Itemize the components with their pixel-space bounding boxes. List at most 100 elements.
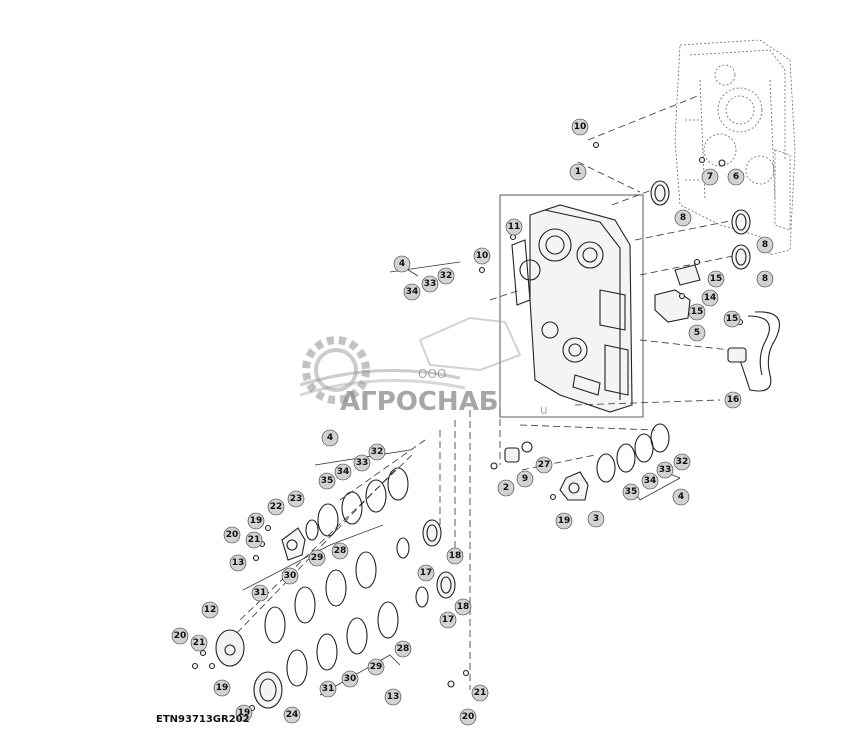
callout-number: 35 bbox=[625, 487, 638, 497]
callout-badge bbox=[756, 236, 774, 254]
seals-8 bbox=[650, 180, 751, 270]
callout-16: 16 bbox=[724, 391, 742, 409]
callout-1: 1 bbox=[569, 163, 587, 181]
callout-badge bbox=[569, 163, 587, 181]
callout-31: 31 bbox=[251, 584, 269, 602]
callout-13: 13 bbox=[384, 688, 402, 706]
callout-badge bbox=[319, 680, 337, 698]
callout-badge bbox=[281, 567, 299, 585]
callout-badge bbox=[439, 611, 457, 629]
callout-number: 31 bbox=[254, 588, 267, 598]
callout-13: 13 bbox=[229, 554, 247, 572]
callout-number: 27 bbox=[538, 460, 551, 470]
callout-badge bbox=[223, 526, 241, 544]
callout-number: 33 bbox=[424, 279, 437, 289]
callout-24: 24 bbox=[283, 706, 301, 724]
callout-14: 14 bbox=[701, 289, 719, 307]
callout-number: 34 bbox=[337, 467, 350, 477]
callout-19: 19 bbox=[555, 512, 573, 530]
callout-number: 11 bbox=[508, 222, 521, 232]
callout-badge bbox=[622, 483, 640, 501]
callout-number: 7 bbox=[707, 172, 713, 182]
callout-badge bbox=[235, 704, 253, 722]
callout-badge bbox=[393, 255, 411, 273]
callout-10: 10 bbox=[571, 118, 589, 136]
callout-badge bbox=[367, 658, 385, 676]
callout-19: 19 bbox=[235, 704, 253, 722]
callout-32: 32 bbox=[673, 453, 691, 471]
callout-27: 27 bbox=[535, 456, 553, 474]
callout-badge bbox=[308, 549, 326, 567]
callout-badge bbox=[571, 118, 589, 136]
callout-number: 18 bbox=[449, 551, 462, 561]
transmission-housing-outline bbox=[674, 39, 796, 256]
callout-7: 7 bbox=[701, 168, 719, 186]
callout-34: 34 bbox=[403, 283, 421, 301]
callout-badge bbox=[672, 488, 690, 506]
watermark-logo: ООО АГРОСНАБ u bbox=[299, 316, 548, 417]
callout-badge bbox=[394, 640, 412, 658]
callout-number: 2 bbox=[503, 483, 509, 493]
callout-number: 23 bbox=[290, 494, 303, 504]
watermark-brand: АГРОСНАБ bbox=[340, 387, 499, 417]
callout-number: 1 bbox=[575, 167, 581, 177]
callout-32: 32 bbox=[368, 443, 386, 461]
callout-30: 30 bbox=[341, 670, 359, 688]
callout-number: 28 bbox=[334, 546, 347, 556]
callout-number: 19 bbox=[216, 683, 229, 693]
callout-15: 15 bbox=[688, 303, 706, 321]
callout-number: 17 bbox=[420, 568, 433, 578]
callout-number: 4 bbox=[327, 433, 333, 443]
callout-21: 21 bbox=[471, 684, 489, 702]
callout-badge bbox=[201, 601, 219, 619]
callout-19: 19 bbox=[213, 679, 231, 697]
callout-badge bbox=[471, 684, 489, 702]
callout-33: 33 bbox=[353, 454, 371, 472]
callout-number: 32 bbox=[371, 447, 384, 457]
callout-number: 5 bbox=[694, 328, 700, 338]
callout-badge bbox=[656, 461, 674, 479]
oil-tube bbox=[727, 311, 780, 392]
callout-29: 29 bbox=[308, 549, 326, 567]
callout-badge bbox=[318, 472, 336, 490]
callout-badge bbox=[331, 542, 349, 560]
callout-badge bbox=[251, 584, 269, 602]
piston-covers bbox=[215, 527, 306, 709]
callout-badge bbox=[229, 554, 247, 572]
watermark-prefix: ООО bbox=[418, 367, 446, 381]
callout-badge bbox=[756, 270, 774, 288]
callout-badge bbox=[723, 310, 741, 328]
callout-34: 34 bbox=[641, 472, 659, 490]
callout-number: 30 bbox=[284, 571, 297, 581]
callout-20: 20 bbox=[223, 526, 241, 544]
callout-badge bbox=[674, 209, 692, 227]
callout-2: 2 bbox=[497, 479, 515, 497]
callout-badge bbox=[334, 463, 352, 481]
callout-12: 12 bbox=[201, 601, 219, 619]
callout-28: 28 bbox=[331, 542, 349, 560]
callout-badge bbox=[213, 679, 231, 697]
callout-badge bbox=[555, 512, 573, 530]
callout-number: 33 bbox=[356, 458, 369, 468]
callout-badge bbox=[446, 547, 464, 565]
callout-32: 32 bbox=[437, 267, 455, 285]
callout-29: 29 bbox=[367, 658, 385, 676]
callout-number: 18 bbox=[457, 602, 470, 612]
callout-number: 15 bbox=[691, 307, 704, 317]
callout-8: 8 bbox=[756, 236, 774, 254]
callout-number: 34 bbox=[644, 476, 657, 486]
callout-badge bbox=[701, 168, 719, 186]
callout-number: 21 bbox=[248, 535, 261, 545]
callout-number: 32 bbox=[676, 457, 689, 467]
callout-badge bbox=[437, 267, 455, 285]
callout-22: 22 bbox=[267, 498, 285, 516]
callout-badge bbox=[516, 470, 534, 488]
callout-number: 13 bbox=[232, 558, 245, 568]
callout-badge bbox=[727, 168, 745, 186]
callout-5: 5 bbox=[688, 324, 706, 342]
callout-number: 12 bbox=[204, 605, 217, 615]
callout-number: 13 bbox=[387, 692, 400, 702]
